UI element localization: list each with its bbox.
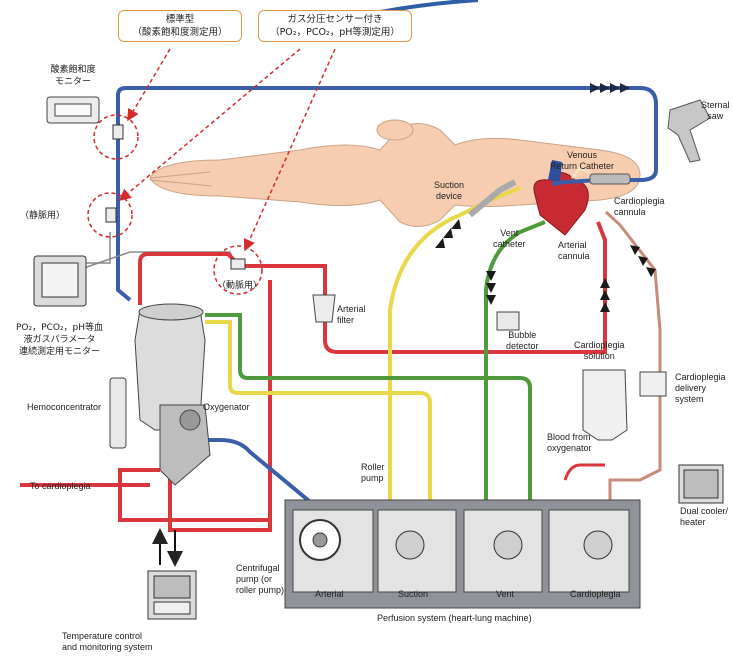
arterial-line	[20, 221, 607, 532]
arterial-filter-device	[312, 294, 336, 323]
suction-slot-label: Suction	[398, 589, 429, 599]
suction-line	[205, 186, 521, 551]
vent-catheter-label: Vent catheter	[493, 228, 526, 249]
cardioplegia-arrows	[630, 245, 656, 277]
venous-sensor	[105, 207, 117, 223]
cardioplegia-line	[604, 210, 662, 540]
cardioplegia-solution-label: Cardioplegia solution	[574, 340, 625, 361]
dual-cooler-device	[678, 464, 724, 504]
cardioplegia-cannula-label: Cardioplegia cannula	[614, 196, 665, 217]
heart	[533, 160, 591, 236]
callout-gas-sensor: ガス分圧センサー付き （PO₂，PCO₂，pH等測定用）	[258, 10, 412, 42]
callout-standard: 標準型 （酸素飽和度測定用）	[118, 10, 242, 42]
arterial-filter-label: Arterial filter	[337, 304, 366, 325]
cardioplegia-solution-bag	[582, 369, 628, 441]
suction-device-label: Suction device	[434, 180, 465, 201]
venous-use-label: （静脈用）	[20, 211, 66, 221]
blood-gas-monitor-device	[33, 255, 87, 307]
callout-pointers	[118, 48, 336, 252]
cardioplegia-delivery-box	[639, 371, 667, 397]
suction-arrows	[435, 219, 461, 248]
dual-cooler-label: Dual cooler/ heater	[680, 506, 729, 527]
bubble-detector-label: Bubble detector	[506, 330, 539, 351]
blood-from-oxygenator-label: Blood from oxygenator	[547, 432, 592, 453]
sensor-highlight-circles	[87, 114, 263, 295]
vent-arrows	[486, 271, 496, 305]
arterial-use-label: （動脈用）	[217, 281, 263, 291]
spo2-monitor-label: 酸素飽和度 モニター	[50, 65, 96, 87]
hemoconcentrator-device	[109, 377, 127, 449]
temperature-arrows	[152, 528, 183, 567]
gas-monitor-label: PO₂，PCO₂，pH等血 液ガスパラメータ 連続測定用モニター	[15, 323, 103, 357]
sternal-saw-label: Sternal saw	[701, 100, 730, 121]
temperature-control-label: Temperature control and monitoring syste…	[62, 631, 153, 652]
arterial-cannula-label: Arterial cannula	[558, 240, 590, 261]
oxygenator-label: Oxygenator	[203, 402, 250, 412]
standard-sensor	[112, 124, 124, 140]
cardioplegia-red-line	[563, 463, 605, 481]
venous-return-catheter	[589, 173, 631, 185]
centrifugal-pump-label: Centrifugal pump (or roller pump)	[236, 563, 285, 595]
arterial-arrows	[600, 278, 610, 312]
oxygenator-device	[134, 303, 211, 486]
hemoconcentrator-label: Hemoconcentrator	[27, 402, 102, 412]
vent-slot-label: Vent	[496, 589, 515, 599]
temperature-control-device	[147, 570, 197, 620]
arterial-sensor	[230, 258, 246, 270]
roller-pump-icons	[395, 530, 613, 560]
sensor-cable	[84, 232, 111, 264]
vent-line	[205, 220, 546, 551]
bubble-detector-device	[496, 311, 520, 331]
venous-return-label: Venous Return Catheter	[550, 150, 615, 171]
venous-line	[116, 86, 658, 302]
to-cardioplegia-label: To cardioplegia	[30, 481, 91, 491]
cardioplegia-slot-label: Cardioplegia	[570, 589, 621, 599]
patient-body	[149, 119, 641, 227]
spo2-monitor-device	[46, 96, 100, 124]
venous-line-arrows	[590, 83, 630, 93]
suction-device-tip	[468, 179, 517, 218]
sternal-saw-icon	[667, 99, 711, 163]
oxygenator-to-pump-line	[198, 409, 322, 530]
cardioplegia-delivery-label: Cardioplegia delivery system	[675, 372, 726, 404]
arterial-slot-label: Arterial	[315, 589, 344, 599]
roller-pump-label: Roller pump	[361, 462, 385, 483]
perfusion-system-label: Perfusion system (heart-lung machine)	[377, 613, 532, 623]
